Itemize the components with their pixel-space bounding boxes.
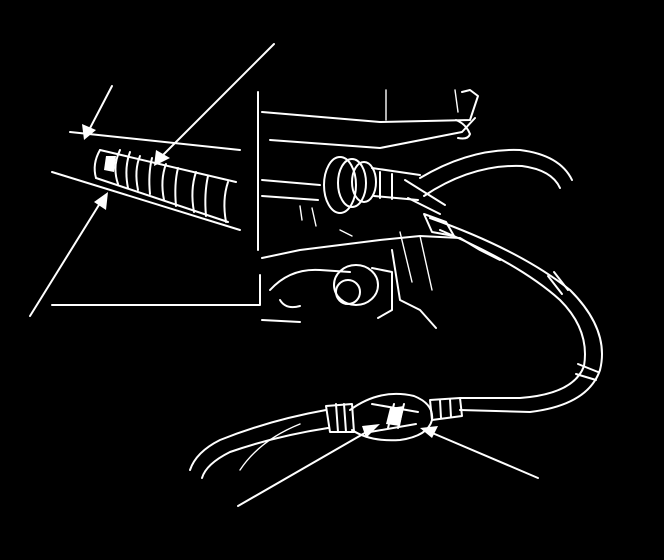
detail-shade-1 <box>104 156 116 172</box>
engine-fuel-connector <box>323 156 446 215</box>
hose-clamp-2 <box>575 363 599 381</box>
engine-inset <box>51 89 573 329</box>
tank-hose-inner <box>201 427 329 479</box>
hose-clamp-1 <box>547 271 569 295</box>
detail-hose-end <box>93 149 101 179</box>
detail-hose-far-end <box>223 181 229 223</box>
detail-groove-3 <box>161 163 179 207</box>
callout-e-line <box>429 431 539 479</box>
return-hose <box>419 148 573 181</box>
callout-a-line <box>87 85 113 133</box>
bulb-outlet-fitting <box>429 397 463 421</box>
callout-c-line <box>29 199 103 317</box>
primer-bulb <box>325 392 463 442</box>
housing-edges <box>385 89 459 121</box>
detail-groove-4 <box>191 171 209 217</box>
housing-lines <box>261 179 321 201</box>
support-leg <box>391 249 437 329</box>
hose-detail <box>51 131 241 231</box>
detail-groove-1 <box>114 149 131 189</box>
lower-lines <box>261 299 301 323</box>
callout-d-arrowhead <box>362 424 380 438</box>
callout-e-arrowhead <box>420 426 438 438</box>
lower-bolt <box>333 264 393 319</box>
housing-ridge <box>269 117 476 149</box>
callout-a-arrowhead <box>82 124 96 140</box>
tank-hose-strand <box>239 423 301 471</box>
bulb-inlet-bands <box>335 403 347 433</box>
callout-d-line <box>237 429 371 507</box>
inset-frame <box>51 91 261 306</box>
callout-arrows <box>29 43 539 507</box>
hose-inner <box>439 229 586 399</box>
callout-b-arrowhead <box>154 150 170 166</box>
bulb-arrow-marks <box>387 403 405 429</box>
housing-top <box>261 89 479 123</box>
hose-outer <box>429 217 603 413</box>
lower-bracket <box>269 268 351 291</box>
callout-b-line <box>159 43 275 159</box>
engine-base <box>261 235 501 261</box>
callout-c-arrowhead <box>94 192 108 210</box>
bulb-inlet-fitting <box>325 403 355 433</box>
detail-marks <box>299 205 353 237</box>
guide-line-top <box>69 131 241 151</box>
hose-fitting-engine <box>423 213 455 237</box>
bracket <box>455 119 471 140</box>
tank-hose-outer <box>189 409 327 471</box>
guide-line-bottom <box>51 171 241 231</box>
fuel-hose <box>423 213 603 413</box>
detail-groove-2 <box>135 155 153 195</box>
bulb-outlet-bands <box>439 398 452 419</box>
return-hose-inner <box>423 164 561 197</box>
shading-lines <box>399 231 433 291</box>
